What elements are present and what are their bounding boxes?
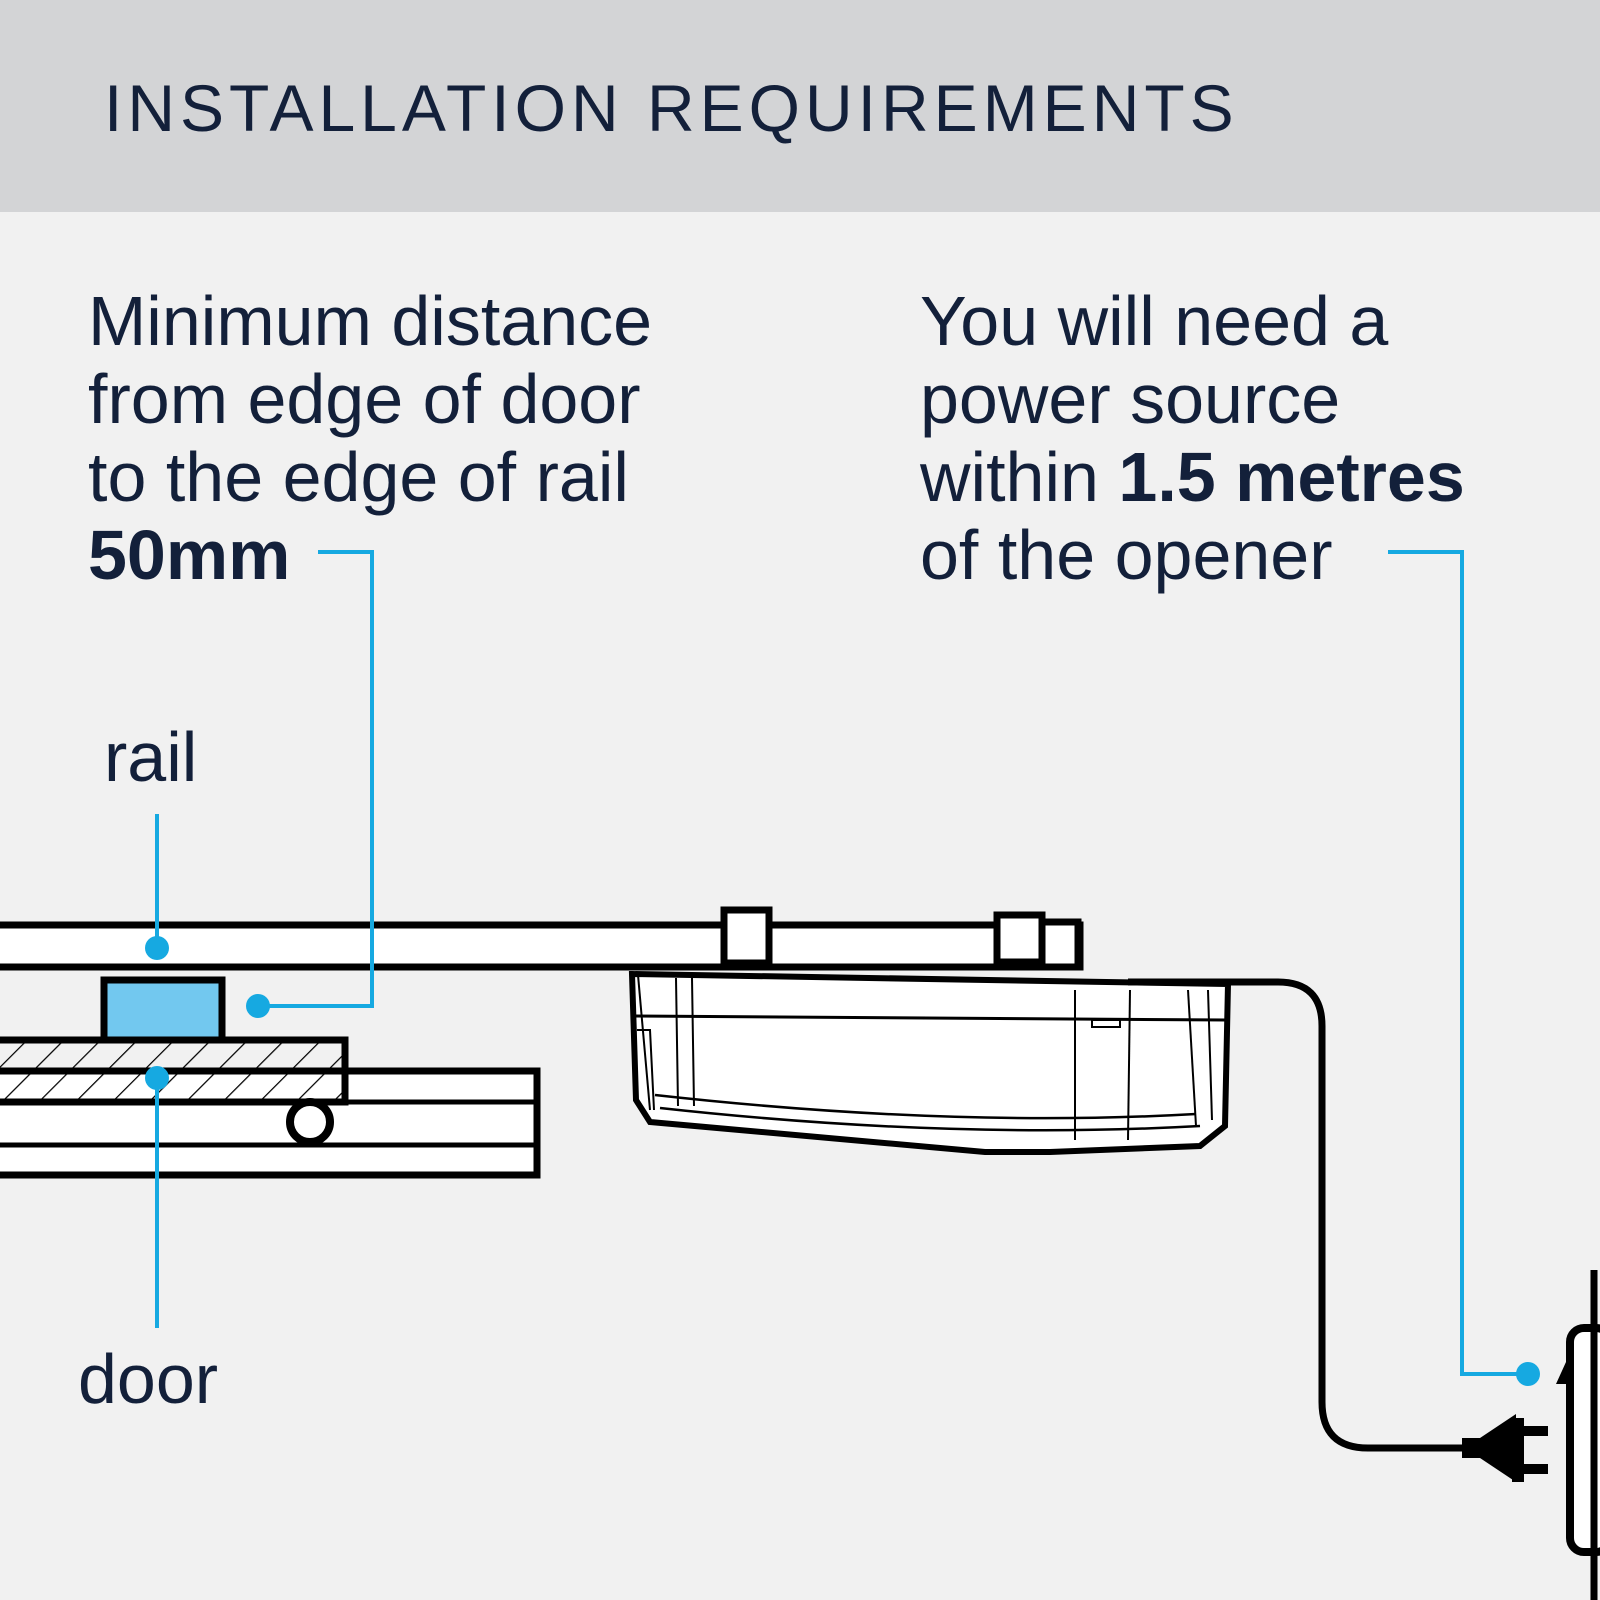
power-callout: [1388, 550, 1528, 1376]
clearance-note-line-1: Minimum distance: [88, 282, 653, 360]
power-note-prefix: within: [920, 438, 1119, 516]
rail-label: rail: [104, 718, 198, 796]
power-distance-value: 1.5 metres: [1118, 438, 1465, 516]
opener-unit: [628, 970, 1232, 1155]
door-callout-dot: [145, 1066, 169, 1090]
plug-icon: [1462, 1414, 1548, 1482]
rail-bracket-left: [720, 906, 773, 967]
clearance-note: Minimum distance from edge of door to th…: [88, 282, 652, 594]
power-note-line-4: of the opener: [920, 516, 1333, 594]
header-bar: INSTALLATION REQUIREMENTS: [0, 0, 1600, 212]
power-note: You will need a power source within 1.5 …: [920, 282, 1465, 594]
rail-callout-dot: [145, 936, 169, 960]
door-roller: [286, 1098, 334, 1146]
clearance-callout-dot: [246, 994, 270, 1018]
power-cable: [1128, 978, 1468, 1452]
rail-bracket-right: [993, 911, 1046, 966]
clearance-value: 50mm: [88, 516, 291, 594]
page-title: INSTALLATION REQUIREMENTS: [104, 71, 1239, 145]
door-label: door: [78, 1340, 219, 1418]
rail-carriage-block: [100, 976, 226, 1044]
clearance-note-line-2: from edge of door: [88, 360, 641, 438]
rail: [0, 906, 1084, 971]
clearance-note-line-3: to the edge of rail: [88, 438, 629, 516]
power-note-line-3: within 1.5 metres: [920, 438, 1465, 516]
wall-socket: [1556, 1270, 1600, 1600]
power-note-line-1: You will need a: [920, 282, 1389, 360]
power-callout-dot: [1516, 1362, 1540, 1386]
power-note-line-2: power source: [920, 360, 1341, 438]
clearance-callout: [258, 550, 374, 1008]
rail-bracket-cap: [1038, 918, 1082, 971]
